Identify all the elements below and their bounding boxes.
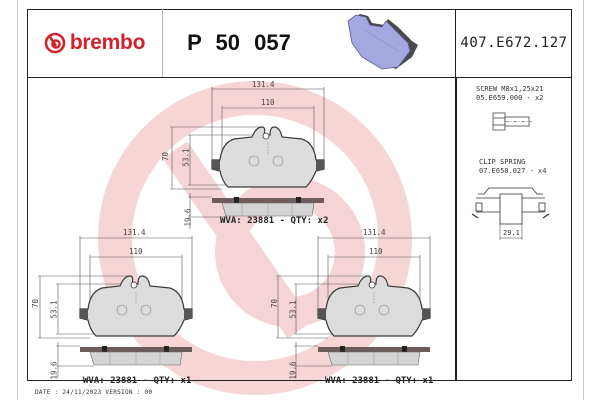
dim-width-overall-br: 131.4: [363, 228, 386, 237]
date-version: DATE : 24/11/2023 VERSION : 00: [35, 389, 153, 396]
brand-name: brembo: [69, 31, 146, 54]
product-image-cell: [315, 9, 455, 77]
brembo-logo-icon: [44, 32, 66, 54]
dim-thickness-bl: 19.6: [49, 361, 59, 380]
dim-width-inner-br: 110: [369, 247, 383, 256]
dim-thickness-br: 19.6: [288, 361, 298, 380]
drawing-bottom-left: [37, 235, 193, 379]
drawing-bottom-right: [275, 235, 431, 379]
screw-icon: [492, 112, 532, 131]
clip-name: CLIP SPRING: [479, 158, 526, 166]
part-number: P 50 057: [187, 30, 291, 55]
part-number-cell: P 50 057: [163, 9, 315, 77]
dim-thickness-top: 19.6: [183, 208, 193, 227]
brand-logo: brembo: [44, 31, 145, 55]
dim-height-friction-top: 53.1: [181, 148, 191, 167]
title-block: brembo P 50 057 407.E672.127: [27, 9, 572, 78]
dim-height-overall-bl: 70: [31, 298, 41, 309]
brand-cell: brembo: [27, 9, 163, 77]
dim-height-overall-top: 70: [161, 151, 171, 162]
dim-height-overall-br: 70: [270, 298, 280, 309]
clip-dimension: 29.1: [503, 229, 520, 237]
reference-code: 407.E672.127: [460, 35, 568, 51]
reference-cell: 407.E672.127: [455, 9, 572, 77]
accessory-panel-divider: [455, 78, 457, 381]
wva-label-bl: WVA: 23881 - QTY: x1: [83, 376, 192, 386]
brake-pad-3d-icon: [347, 14, 418, 70]
dim-height-friction-bl: 53.1: [49, 300, 59, 319]
dim-width-overall-bl: 131.4: [123, 228, 146, 237]
wva-label-br: WVA: 23881 - QTY: x1: [325, 376, 434, 386]
page-boundary: [17, 0, 584, 400]
screw-code: 05.E659.000 - x2: [476, 94, 544, 102]
clip-spring-icon: [471, 187, 550, 240]
wva-label-top: WVA: 23881 - QTY: x2: [220, 216, 329, 226]
dim-width-inner-bl: 110: [129, 247, 143, 256]
dim-width-inner-top: 110: [261, 98, 275, 107]
dim-width-overall-top: 131.4: [252, 80, 275, 89]
drawing-top: [169, 86, 325, 230]
clip-code: 07.E658.027 - x4: [479, 167, 547, 175]
dim-height-friction-br: 53.1: [288, 300, 298, 319]
screw-name: SCREW M8x1,25x21: [476, 85, 544, 93]
drawing-frame: [27, 9, 572, 381]
